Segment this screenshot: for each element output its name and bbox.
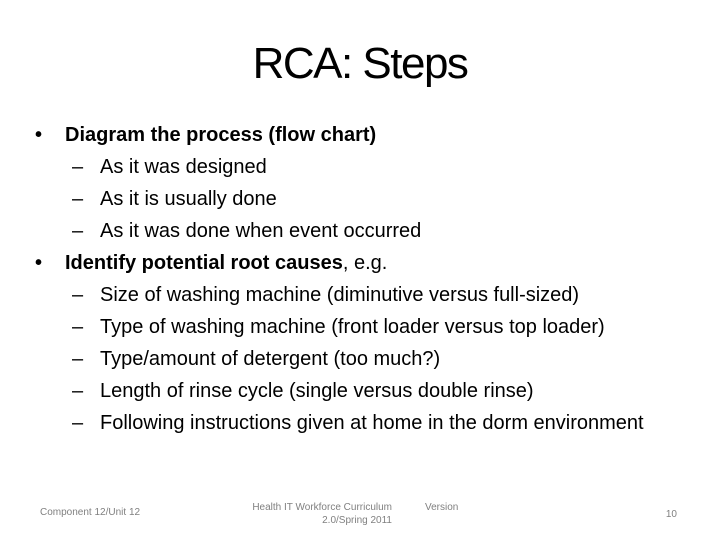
- dash-icon: –: [72, 220, 84, 242]
- bullet-text-regular: , e.g.: [342, 252, 388, 274]
- sub-item-text: As it was designed: [100, 156, 267, 178]
- sub-item-text: Type of washing machine (front loader ve…: [100, 316, 605, 338]
- bullet-icon: •: [35, 252, 43, 274]
- sub-item-text: As it was done when event occurred: [100, 220, 422, 242]
- dash-icon: –: [72, 188, 84, 210]
- sub-item: –As it is usually done: [0, 183, 680, 215]
- sub-item-text: Size of washing machine (diminutive vers…: [100, 284, 580, 306]
- footer-version-label: Version: [425, 502, 459, 513]
- dash-icon: –: [72, 348, 84, 370]
- sub-item-text: Length of rinse cycle (single versus dou…: [100, 380, 534, 402]
- slide-body: •Diagram the process (flow chart) –As it…: [0, 119, 680, 439]
- sub-item: –Type/amount of detergent (too much?): [0, 343, 680, 375]
- bullet-text-bold: Identify potential root causes: [65, 252, 343, 274]
- sub-item: –Following instructions given at home in…: [0, 407, 680, 439]
- footer-curriculum-line2: 2.0/Spring 2011: [322, 514, 392, 526]
- sub-item: –As it was done when event occurred: [0, 215, 680, 247]
- bullet-item-diagram: • Diagram the process (flow chart): [0, 119, 680, 151]
- sub-item: –Size of washing machine (diminutive ver…: [0, 279, 680, 311]
- dash-icon: –: [72, 412, 84, 434]
- footer-component-label: Component 12/Unit 12: [40, 507, 141, 518]
- dash-icon: –: [72, 284, 84, 306]
- dash-icon: –: [72, 156, 84, 178]
- dash-icon: –: [72, 316, 84, 338]
- slide-title: RCA: Steps: [252, 39, 469, 88]
- bullet-text-bold: Diagram the process (flow chart): [65, 124, 377, 146]
- sub-item-text: Type/amount of detergent (too much?): [100, 348, 441, 370]
- footer-page-number: 10: [665, 509, 677, 520]
- sub-item: –As it was designed: [0, 151, 680, 183]
- sub-item: –Length of rinse cycle (single versus do…: [0, 375, 680, 407]
- sub-item-text: As it is usually done: [100, 188, 277, 210]
- dash-icon: –: [72, 380, 84, 402]
- bullet-item-identify: • Identify potential root causes, e.g.: [0, 247, 680, 279]
- bullet-icon: •: [35, 124, 43, 146]
- sub-item-text: Following instructions given at home in …: [100, 412, 644, 434]
- footer-curriculum-label: Health IT Workforce Curriculum 2.0/Sprin…: [240, 502, 392, 527]
- footer-curriculum-line1: Health IT Workforce Curriculum: [252, 502, 392, 513]
- sub-item: –Type of washing machine (front loader v…: [0, 311, 680, 343]
